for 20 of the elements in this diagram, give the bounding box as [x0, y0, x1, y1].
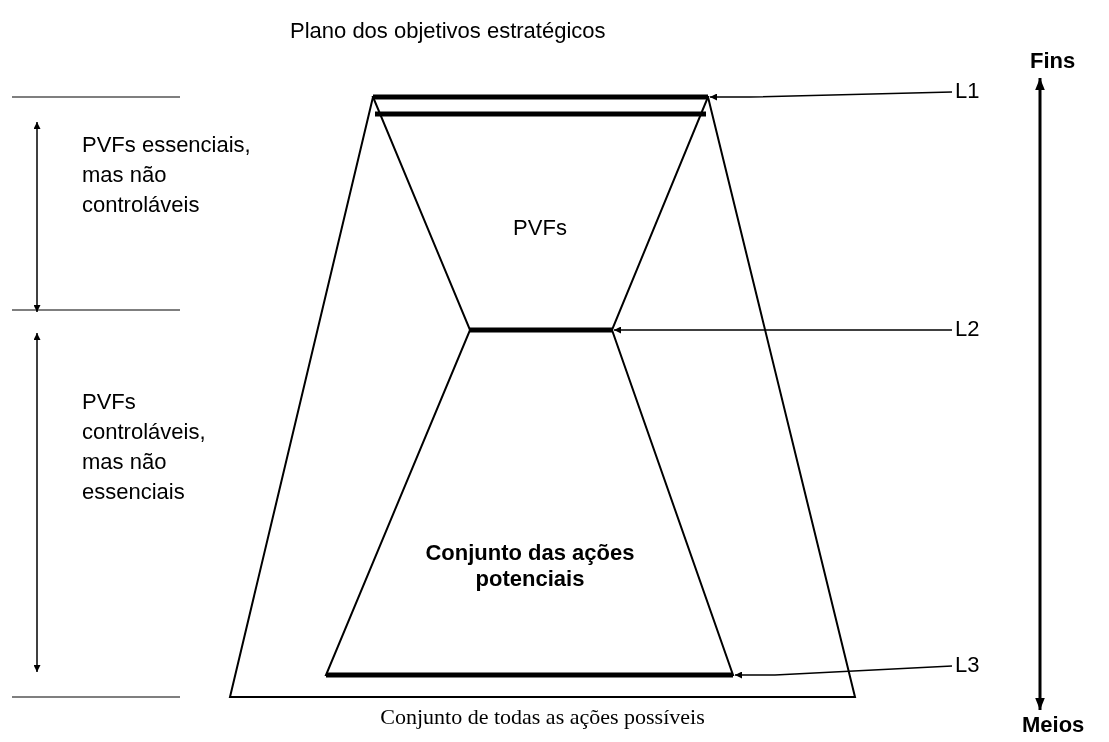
level-label: L2	[955, 316, 995, 344]
level-label: Fins	[1030, 48, 1106, 76]
level-label: L1	[955, 78, 995, 106]
leader-arrow	[613, 326, 953, 334]
node-label: Conjunto de todas as ações possíveis	[379, 704, 706, 730]
level-line	[326, 673, 733, 678]
leader-arrow	[709, 91, 953, 101]
node-label: Conjunto das ações potenciais	[424, 540, 636, 592]
level-label: L3	[955, 652, 995, 680]
funnel-shape	[373, 97, 708, 330]
level-line	[470, 328, 612, 333]
double-arrow	[1035, 78, 1045, 710]
node-label: PVFs	[512, 215, 568, 241]
title: Plano dos objetivos estratégicos	[290, 18, 606, 44]
funnel-shape	[326, 330, 733, 675]
leader-arrow	[734, 665, 953, 679]
level-label: Meios	[1022, 712, 1108, 740]
note-text: PVFs essenciais, mas não controláveis	[82, 131, 252, 219]
note-text: PVFs controláveis, mas não essenciais	[82, 388, 207, 506]
level-line	[373, 95, 708, 117]
